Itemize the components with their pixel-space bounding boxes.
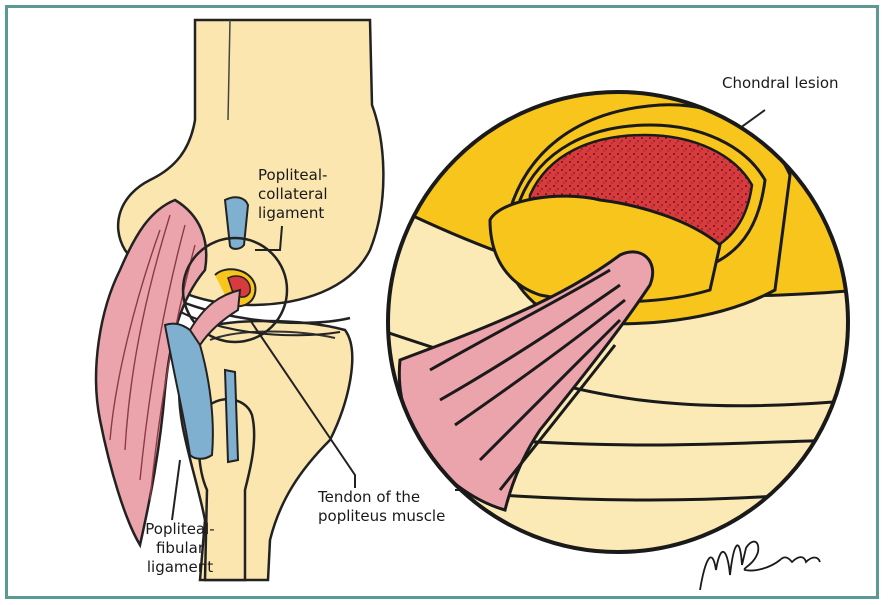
label-popliteal-fibular-line-1: Popliteal- [130,520,230,539]
magnified-view [380,85,860,565]
label-popliteal-fibular-ligament: Popliteal- fibular ligament [130,520,230,577]
label-popliteal-collateral-line-3: ligament [258,204,328,223]
label-tendon-line-2: popliteus muscle [318,507,445,526]
label-tendon-line-1: Tendon of the [318,488,445,507]
signature-mark [700,542,820,590]
label-popliteal-collateral-line-1: Popliteal- [258,166,328,185]
label-popliteal-collateral-ligament: Popliteal- collateral ligament [258,166,328,223]
label-chondral-lesion: Chondral lesion [722,74,839,93]
label-popliteal-fibular-line-2: fibular [130,539,230,558]
label-popliteal-fibular-line-3: ligament [130,558,230,577]
label-popliteal-collateral-line-2: collateral [258,185,328,204]
label-tendon-popliteus: Tendon of the popliteus muscle [318,488,445,526]
